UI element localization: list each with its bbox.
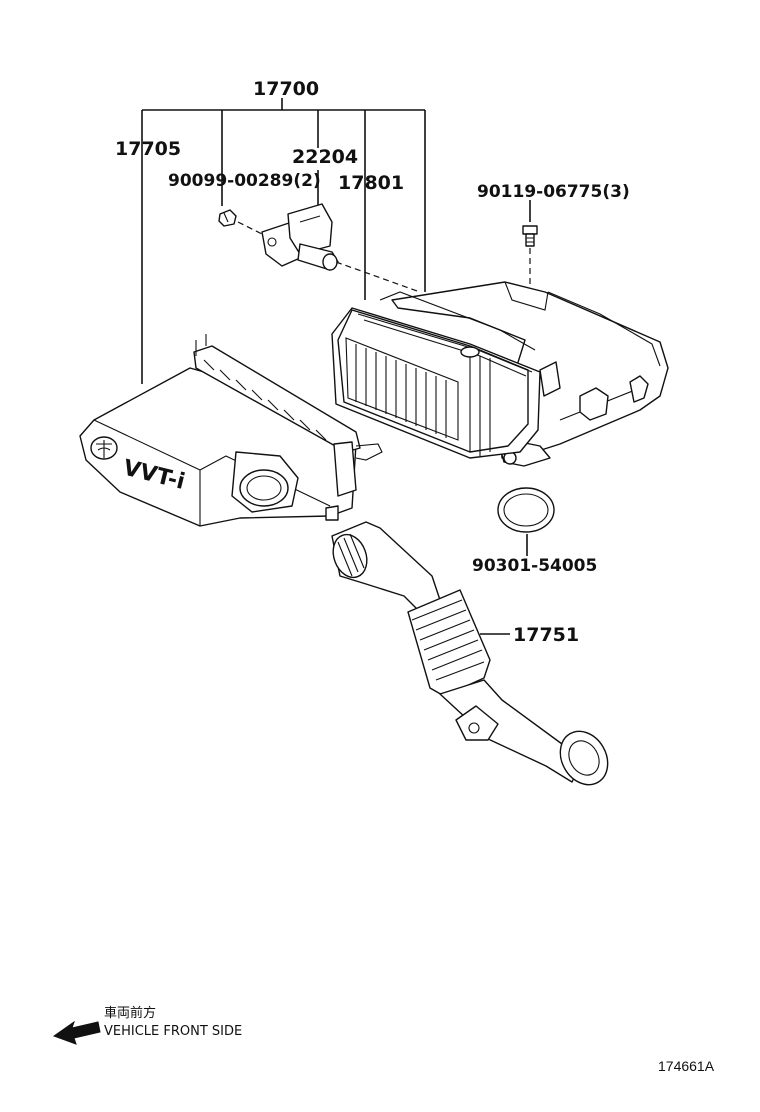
inlet-hose (331, 521, 609, 786)
part-labels: 17700 17705 22204 90099-00289(2) 17801 9… (115, 78, 630, 646)
filter-element (331, 291, 541, 459)
label-inlet-hose: 17751 (513, 624, 579, 646)
label-bolt: 90119-06775(3) (477, 182, 630, 202)
leader-lines (141, 98, 531, 635)
label-air-cleaner-assy: 17700 (253, 78, 319, 100)
label-filter-element: 17801 (338, 172, 404, 194)
direction-label-en: VEHICLE FRONT SIDE (104, 1024, 242, 1039)
sensor-screw (218, 209, 237, 227)
label-flow-sensor: 22204 (292, 146, 358, 168)
direction-label-jp: 車両前方 (104, 1005, 156, 1021)
label-o-ring: 90301-54005 (472, 556, 597, 576)
label-sensor-screw: 90099-00289(2) (168, 171, 321, 191)
figure-reference: 174661A (658, 1058, 715, 1074)
o-ring (497, 487, 555, 533)
cap-sub-assy: VVT-i (79, 334, 383, 527)
bolt (522, 225, 538, 247)
label-cap-sub-assy: 17705 (115, 138, 181, 160)
arrow-left-icon (52, 1020, 101, 1045)
vehicle-front-indicator: 車両前方 VEHICLE FRONT SIDE (52, 1005, 242, 1045)
flow-sensor (261, 203, 339, 271)
